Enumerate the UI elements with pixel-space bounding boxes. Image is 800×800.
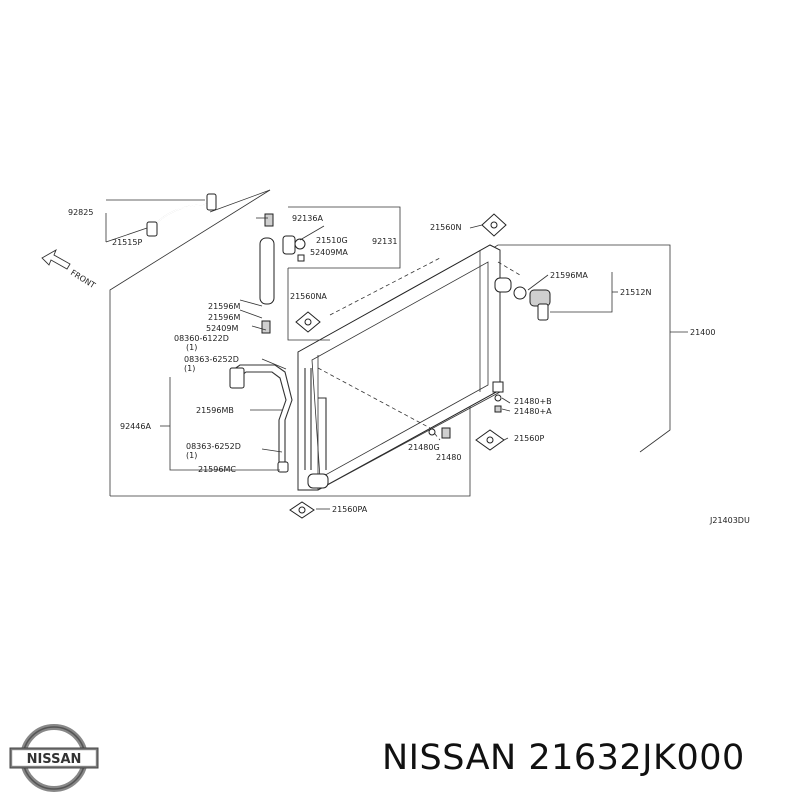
diagram-code: J21403DU <box>709 516 750 525</box>
mount-21560p <box>475 429 505 451</box>
label-21596ma: 21596MA <box>550 271 588 280</box>
radiator-21400 <box>297 244 521 491</box>
label-21400: 21400 <box>690 328 715 337</box>
label-08363a: 08363-6252D <box>184 355 239 364</box>
front-arrow: FRONT <box>41 248 97 290</box>
label-21515p: 21515P <box>112 238 142 247</box>
label-92446a: 92446A <box>120 422 151 431</box>
logo-text: NISSAN <box>27 752 82 767</box>
label-21560n: 21560N <box>430 223 461 232</box>
label-08360: 08360-6122D <box>174 334 229 343</box>
mount-21560pa <box>289 501 315 519</box>
label-21510g: 21510G <box>316 236 348 245</box>
mount-21560na <box>287 268 330 341</box>
label-52409m: 52409M <box>206 324 238 333</box>
product-title: NISSAN 21632JK000 <box>382 738 745 778</box>
label-21480: 21480 <box>436 453 461 462</box>
label-08363b-qty: (1) <box>186 451 197 460</box>
label-21480b: 21480+B <box>514 397 552 406</box>
part-labels: 92825 21515P 92136A 21510G 52409MA 92131… <box>68 208 750 525</box>
label-08360-qty: (1) <box>186 343 197 352</box>
label-21480a: 21480+A <box>514 407 552 416</box>
label-92131: 92131 <box>372 237 397 246</box>
label-52409ma: 52409MA <box>310 248 348 257</box>
label-21596mc: 21596MC <box>198 465 236 474</box>
label-21480g: 21480G <box>408 443 440 452</box>
label-21596mb: 21596MB <box>196 406 234 415</box>
label-08363b: 08363-6252D <box>186 442 241 451</box>
label-21560na: 21560NA <box>290 292 327 301</box>
label-21560p: 21560P <box>514 434 544 443</box>
assembly-frame <box>109 189 671 497</box>
label-21596m-1: 21596M <box>208 302 240 311</box>
label-08363a-qty: (1) <box>184 364 195 373</box>
receiver-drier-92131 <box>259 206 401 305</box>
label-21596m-2: 21596M <box>208 313 240 322</box>
nissan-logo: NISSAN <box>9 724 99 792</box>
mount-21560n <box>481 213 507 237</box>
label-21560pa: 21560PA <box>332 505 368 514</box>
pipes-92446a <box>160 320 293 473</box>
switch-21512n <box>513 272 618 321</box>
front-label: FRONT <box>69 268 97 290</box>
label-92825: 92825 <box>68 208 93 217</box>
drain-21480 <box>428 381 504 439</box>
leader-lines <box>239 217 688 510</box>
hose-21515p <box>105 193 217 243</box>
label-92136a: 92136A <box>292 214 323 223</box>
label-21512n: 21512N <box>620 288 651 297</box>
